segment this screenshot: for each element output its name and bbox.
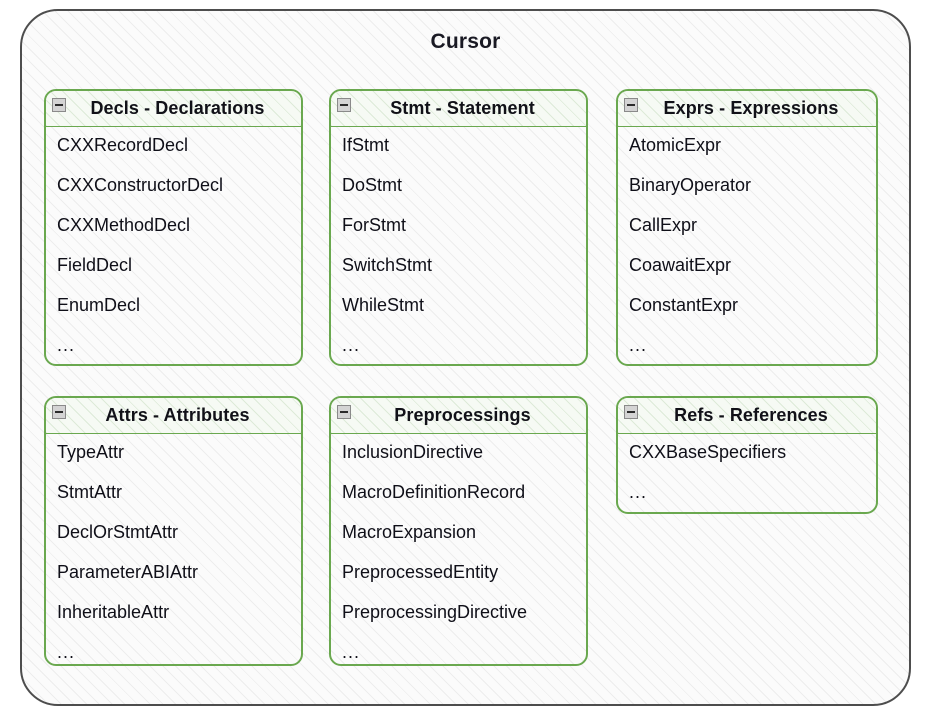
cursor-container: Cursor Decls - Declarations CXXRecordDec…	[20, 9, 911, 706]
list-item-more[interactable]: ...	[57, 335, 76, 355]
list-item-more[interactable]: ...	[342, 642, 361, 662]
list-item[interactable]: MacroDefinitionRecord	[342, 482, 526, 502]
list-item[interactable]: BinaryOperator	[629, 175, 752, 195]
package-body-preprocessings: InclusionDirective MacroDefinitionRecord…	[331, 434, 586, 661]
package-header-attrs[interactable]: Attrs - Attributes	[46, 398, 301, 434]
package-title-stmt: Stmt - Statement	[390, 98, 535, 118]
list-item[interactable]: WhileStmt	[342, 295, 425, 315]
package-header-decls[interactable]: Decls - Declarations	[46, 91, 301, 127]
package-title-preprocessings: Preprocessings	[394, 405, 531, 425]
minus-square-icon[interactable]	[52, 405, 66, 419]
list-item[interactable]: CXXBaseSpecifiers	[629, 442, 787, 462]
list-item-more[interactable]: ...	[57, 642, 76, 662]
package-body-attrs: TypeAttr StmtAttr DeclOrStmtAttr Paramet…	[46, 434, 301, 661]
package-header-stmt[interactable]: Stmt - Statement	[331, 91, 586, 127]
package-title-attrs: Attrs - Attributes	[105, 405, 250, 425]
page-title: Cursor	[430, 30, 501, 53]
package-title-refs: Refs - References	[674, 405, 828, 425]
list-item[interactable]: ConstantExpr	[629, 295, 739, 315]
list-item[interactable]: PreprocessingDirective	[342, 602, 528, 622]
list-item[interactable]: CallExpr	[629, 215, 698, 235]
list-item[interactable]: ParameterABIAttr	[57, 562, 199, 582]
list-item[interactable]: CoawaitExpr	[629, 255, 732, 275]
minus-square-icon[interactable]	[52, 98, 66, 112]
package-body-decls: CXXRecordDecl CXXConstructorDecl CXXMeth…	[46, 127, 301, 354]
list-item[interactable]: CXXConstructorDecl	[57, 175, 224, 195]
package-box-stmt[interactable]: Stmt - Statement IfStmt DoStmt ForStmt S…	[329, 89, 588, 366]
list-item[interactable]: SwitchStmt	[342, 255, 433, 275]
package-header-exprs[interactable]: Exprs - Expressions	[618, 91, 876, 127]
package-body-stmt: IfStmt DoStmt ForStmt SwitchStmt WhileSt…	[331, 127, 586, 354]
package-body-exprs: AtomicExpr BinaryOperator CallExpr Coawa…	[618, 127, 876, 354]
package-header-preprocessings[interactable]: Preprocessings	[331, 398, 586, 434]
list-item[interactable]: StmtAttr	[57, 482, 123, 502]
list-item[interactable]: ForStmt	[342, 215, 407, 235]
list-item[interactable]: InheritableAttr	[57, 602, 170, 622]
list-item[interactable]: MacroExpansion	[342, 522, 477, 542]
list-item[interactable]: InclusionDirective	[342, 442, 484, 462]
package-box-preprocessings[interactable]: Preprocessings InclusionDirective MacroD…	[329, 396, 588, 666]
list-item[interactable]: CXXMethodDecl	[57, 215, 191, 235]
package-box-decls[interactable]: Decls - Declarations CXXRecordDecl CXXCo…	[44, 89, 303, 366]
list-item[interactable]: TypeAttr	[57, 442, 125, 462]
list-item[interactable]: IfStmt	[342, 135, 390, 155]
package-box-exprs[interactable]: Exprs - Expressions AtomicExpr BinaryOpe…	[616, 89, 878, 366]
list-item-more[interactable]: ...	[342, 335, 361, 355]
package-box-attrs[interactable]: Attrs - Attributes TypeAttr StmtAttr Dec…	[44, 396, 303, 666]
minus-square-icon[interactable]	[337, 405, 351, 419]
package-title-exprs: Exprs - Expressions	[663, 98, 839, 118]
list-item-more[interactable]: ...	[629, 482, 648, 502]
package-title-decls: Decls - Declarations	[90, 98, 265, 118]
minus-square-icon[interactable]	[337, 98, 351, 112]
package-box-refs[interactable]: Refs - References CXXBaseSpecifiers ...	[616, 396, 878, 514]
list-item[interactable]: PreprocessedEntity	[342, 562, 499, 582]
list-item-more[interactable]: ...	[629, 335, 648, 355]
list-item[interactable]: DoStmt	[342, 175, 403, 195]
minus-square-icon[interactable]	[624, 98, 638, 112]
list-item[interactable]: CXXRecordDecl	[57, 135, 189, 155]
list-item[interactable]: AtomicExpr	[629, 135, 722, 155]
package-header-refs[interactable]: Refs - References	[618, 398, 876, 434]
minus-square-icon[interactable]	[624, 405, 638, 419]
list-item[interactable]: DeclOrStmtAttr	[57, 522, 179, 542]
package-body-refs: CXXBaseSpecifiers ...	[618, 434, 876, 501]
list-item[interactable]: EnumDecl	[57, 295, 141, 315]
list-item[interactable]: FieldDecl	[57, 255, 133, 275]
